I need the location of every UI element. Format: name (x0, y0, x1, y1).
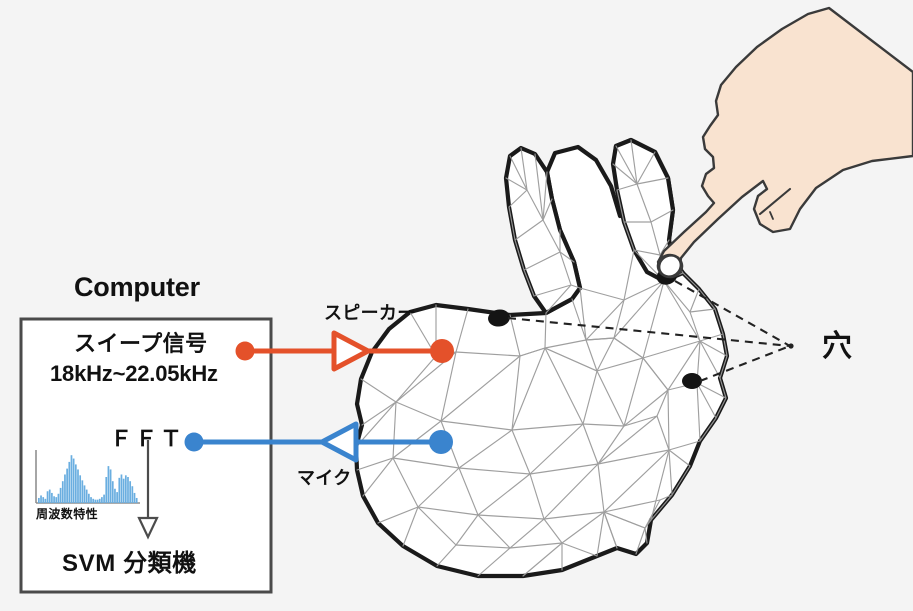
spectrum-bar (59, 487, 62, 503)
spectrum-bar (61, 481, 64, 503)
hole-dot-1 (488, 309, 510, 327)
spectrum-bar (105, 477, 108, 503)
computer-title: Computer (74, 272, 200, 302)
svm-classifier-label: SVM 分類機 (62, 550, 197, 577)
spectrum-bar (57, 493, 60, 503)
speaker-endpoint-dot (430, 339, 454, 363)
spectrum-bar (111, 481, 114, 503)
spectrum-bar (55, 497, 58, 503)
speaker-source-dot (235, 341, 255, 361)
speaker-label: スピーカー (324, 303, 416, 323)
spectrum-bar (124, 475, 127, 503)
spectrum-bar (44, 498, 47, 503)
spectrum-bar (90, 497, 92, 503)
spectrum-bar (101, 497, 103, 503)
spectrum-bar (135, 497, 138, 503)
spectrum-bar (94, 499, 97, 503)
mic-signal-path (184, 421, 453, 463)
hole-label: 穴 (822, 330, 852, 363)
rabbit-figure (353, 137, 794, 579)
spectrum-bar (79, 475, 82, 503)
speaker-arrow-icon (331, 330, 371, 372)
computer-box (19, 317, 273, 594)
spectrum-bar (68, 461, 71, 503)
spectrum-bar (127, 477, 129, 503)
spectrum-bar (92, 498, 95, 503)
pointing-hand (656, 6, 913, 279)
spectrum-bar (38, 497, 40, 503)
spectrum-bar (51, 492, 53, 503)
spectrum-bar (70, 455, 73, 503)
fft-to-svm-arrow (137, 440, 159, 540)
hole-dot-2 (682, 373, 702, 389)
sweep-signal-label: スイープ信号 (74, 331, 208, 356)
spectrum-bar (53, 496, 55, 503)
spectrum-bar (133, 492, 136, 503)
spectrum-bar (66, 468, 68, 503)
spectrum-bar (48, 489, 51, 503)
spectrum-bar (103, 494, 105, 503)
spectrum-bar (40, 495, 42, 503)
fft-label: ＦＦＴ (110, 426, 186, 451)
spectrum-bar (129, 481, 132, 503)
mic-label: マイク (297, 468, 352, 488)
spectrum-bar (42, 497, 45, 503)
fingertip-nail-fill (658, 254, 682, 278)
spectrum-bar (120, 474, 123, 503)
spectrum-bar (77, 469, 79, 503)
spectrum-bar (74, 464, 77, 503)
hole-leader-lines (507, 280, 791, 382)
spectrum-bar (83, 485, 86, 503)
spectrum-bar (107, 466, 110, 503)
spectrum-bar (118, 477, 121, 503)
spectrum-bar (116, 492, 118, 503)
spectrum-bar (64, 474, 66, 503)
spectrum-bar (109, 469, 112, 503)
hole-convergence-point (788, 343, 794, 349)
finger-crease-tick (769, 211, 774, 220)
spectrum-bar (72, 458, 75, 503)
spectrum-caption: 周波数特性 (36, 507, 99, 521)
speaker-signal-path (235, 330, 454, 372)
finger-crease (758, 187, 792, 216)
spectrum-bar (81, 480, 84, 503)
spectrum-bar (98, 498, 101, 503)
spectrum-bar (46, 491, 49, 503)
mic-arrow-icon (319, 421, 359, 463)
spectrum-bar (85, 489, 88, 503)
spectrum-bar (96, 499, 99, 503)
spectrum-bar (131, 486, 134, 503)
spectrum-bar (88, 493, 90, 503)
spectrum-bar (122, 478, 125, 503)
mic-source-dot (184, 432, 204, 452)
sweep-signal-range: 18kHz~22.05kHz (50, 361, 218, 386)
spectrum-bar (114, 488, 116, 503)
mic-endpoint-dot (429, 430, 453, 454)
frequency-spectrum-chart (35, 450, 140, 504)
